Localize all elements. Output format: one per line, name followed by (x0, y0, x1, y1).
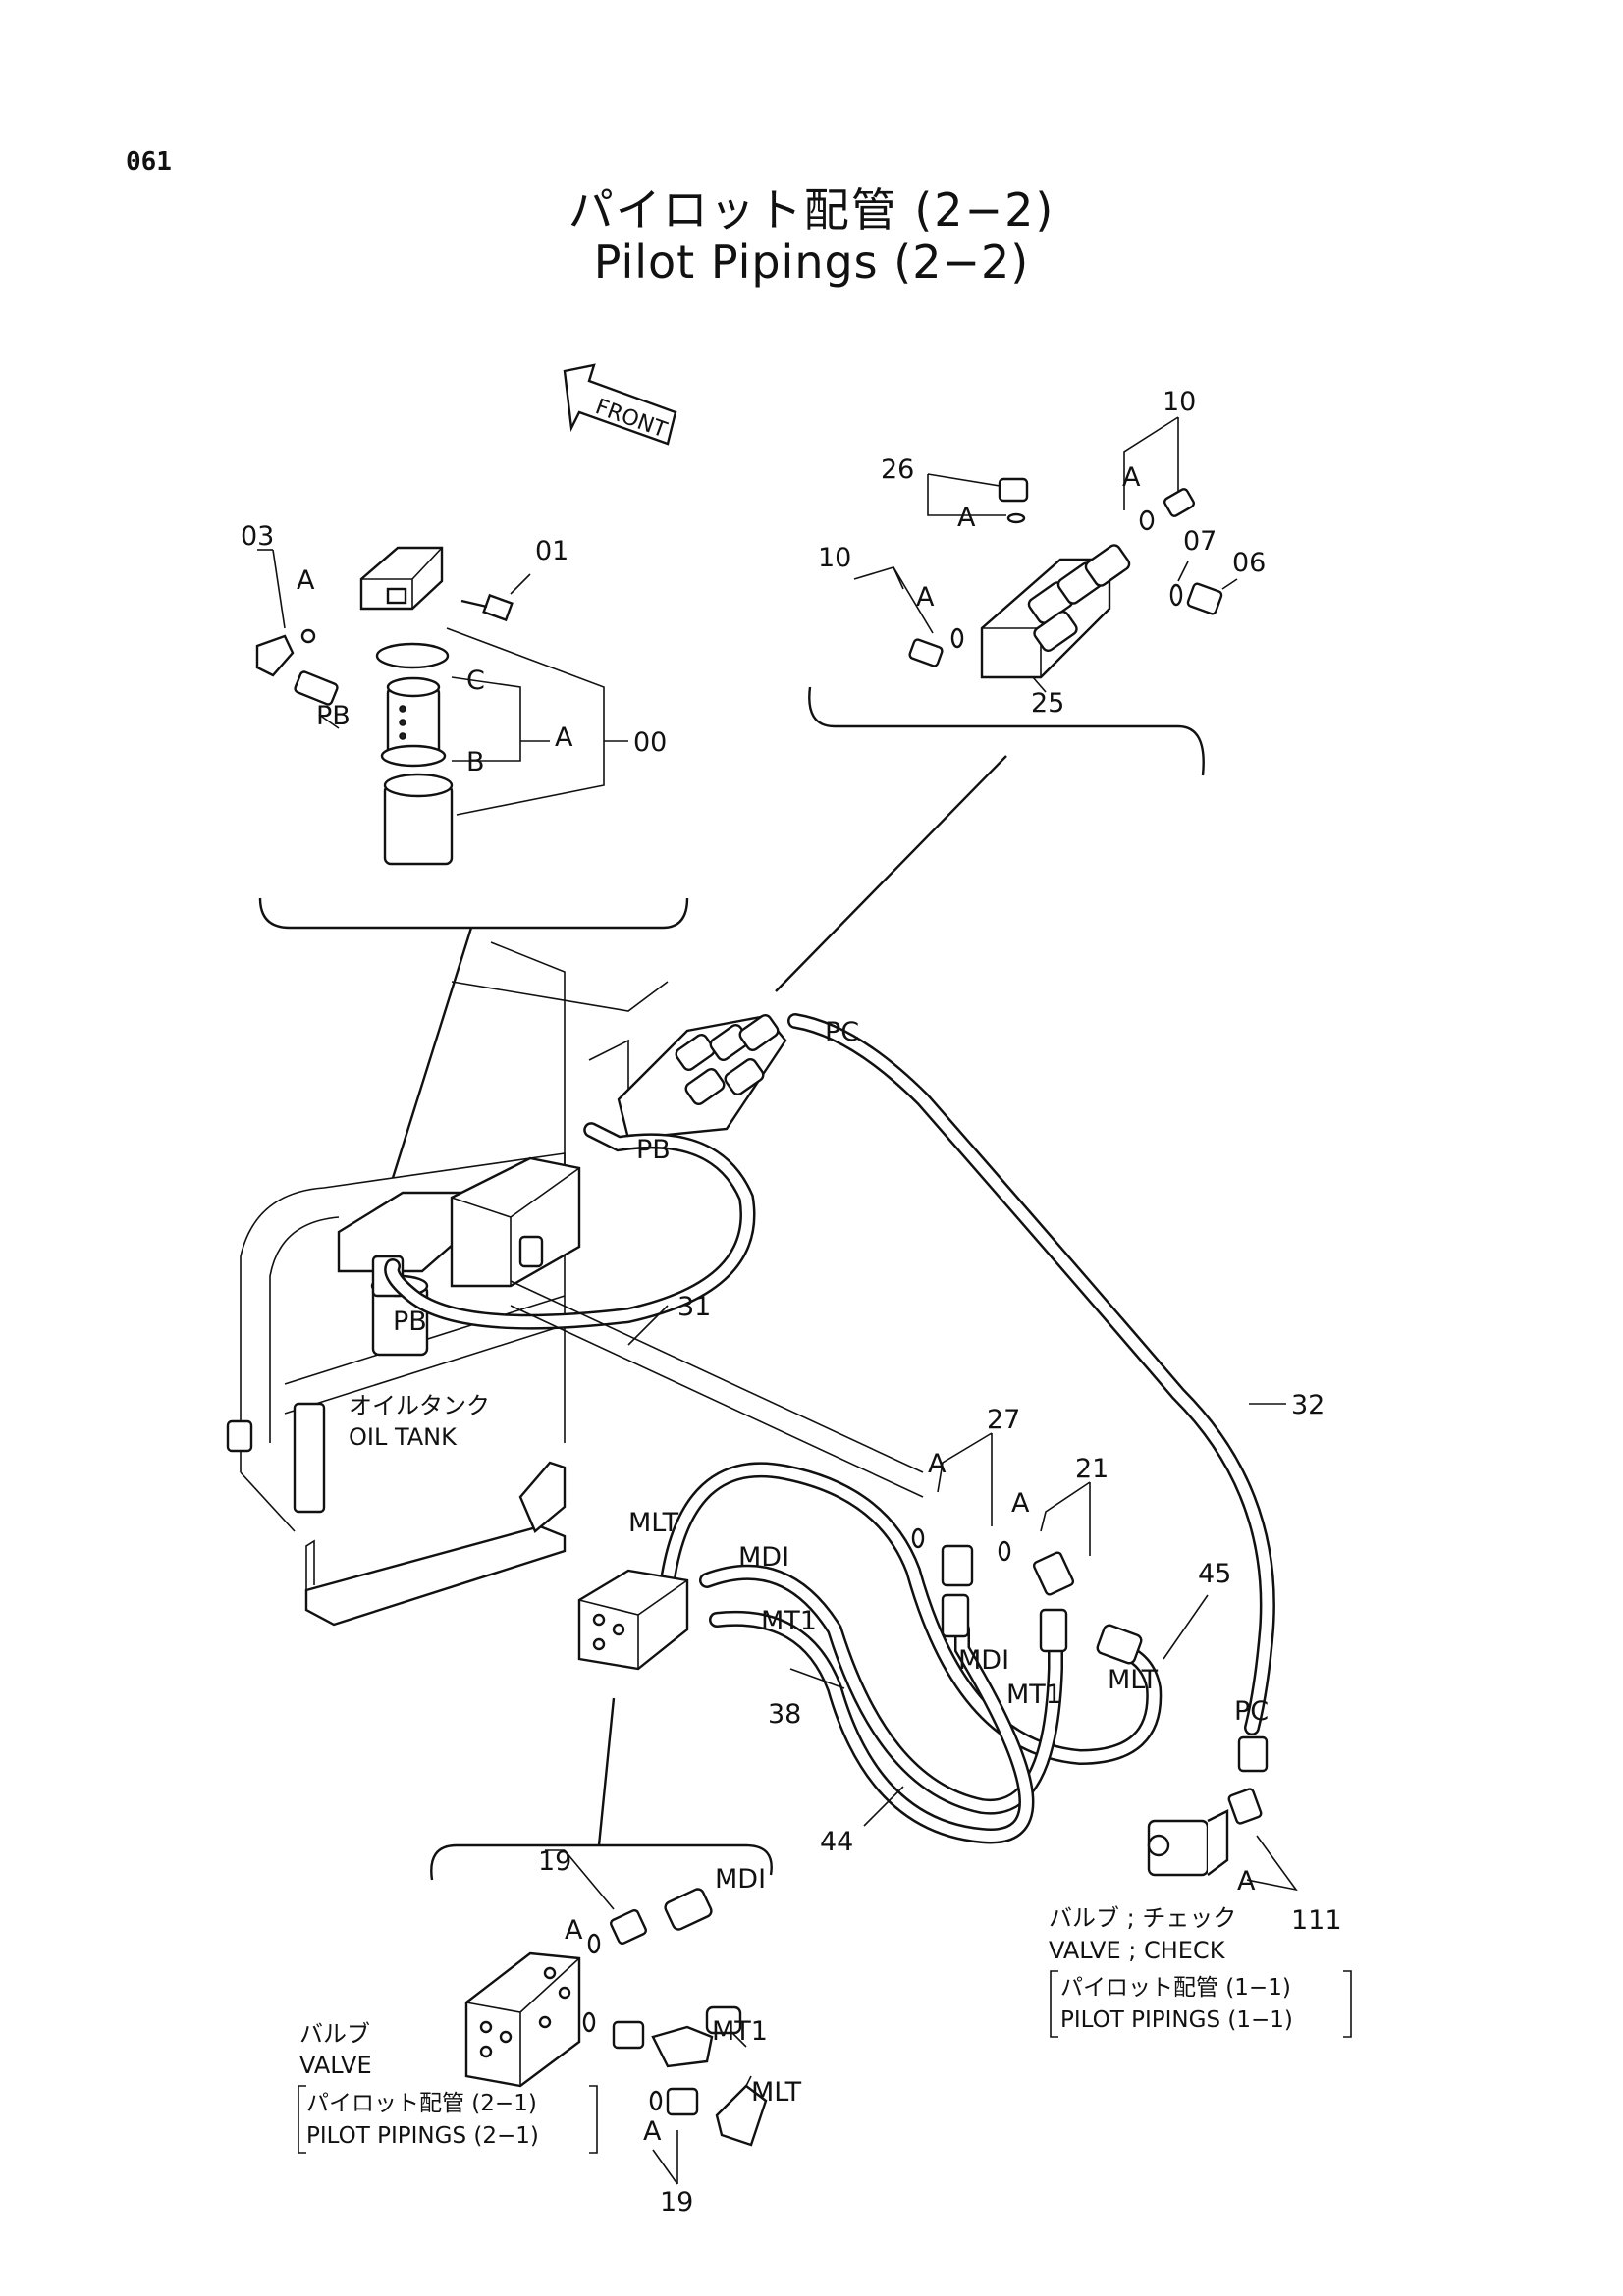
oil-tank-en: OIL TANK (349, 1423, 458, 1451)
part-19: 19 (538, 1846, 571, 1877)
port-label-mlt: MLT (1108, 1665, 1159, 1695)
port-label-mdi: MDI (958, 1645, 1009, 1676)
check-valve-en: VALVE ; CHECK (1049, 1937, 1226, 1964)
front-arrow-icon: FRONT (563, 363, 677, 446)
part-01: 01 (535, 536, 568, 566)
oil-tank-jp: オイルタンク (349, 1392, 490, 1419)
part-03: 03 (241, 521, 274, 552)
letter-a: A (297, 565, 315, 596)
part-10: 10 (818, 543, 851, 573)
port-label-pb: PB (636, 1135, 671, 1165)
letter-a: A (928, 1449, 947, 1479)
title-japanese: パイロット配管 (2−2) (568, 184, 1055, 237)
part-32: 32 (1291, 1390, 1325, 1420)
valve-en: VALVE (299, 2052, 372, 2079)
port-label-mdi: MDI (738, 1542, 789, 1573)
port-label-pb: PB (393, 1307, 427, 1337)
part-10: 10 (1163, 387, 1196, 417)
title-english: Pilot Pipings (2−2) (593, 236, 1030, 289)
part-31: 31 (677, 1292, 711, 1322)
valve-ref-en: PILOT PIPINGS (2−1) (306, 2123, 539, 2149)
letter-a: A (957, 503, 976, 533)
part-44: 44 (820, 1827, 853, 1857)
check-valve-ref-en: PILOT PIPINGS (1−1) (1060, 2007, 1293, 2033)
port-label-pc: PC (825, 1017, 859, 1047)
part-25: 25 (1031, 688, 1064, 719)
part-07: 07 (1183, 526, 1217, 557)
port-label-mlt: MLT (628, 1508, 679, 1538)
letter-c: C (466, 666, 485, 696)
port-label-mt1: MT1 (712, 2016, 768, 2047)
port-label-mlt: MLT (751, 2077, 802, 2108)
letter-a: A (1122, 462, 1141, 493)
letter-a: A (1011, 1488, 1030, 1519)
front-arrow-label: FRONT (592, 395, 671, 443)
valve-jp: バルブ (299, 2020, 370, 2048)
letter-b: B (466, 747, 485, 777)
letter-a: A (1237, 1866, 1256, 1896)
valve-ref-jp: パイロット配管 (2−1) (306, 2091, 537, 2116)
port-label-mdi: MDI (715, 1864, 766, 1895)
letter-a: A (565, 1915, 583, 1946)
part-00: 00 (633, 727, 667, 758)
part-06: 06 (1232, 548, 1266, 578)
part-21: 21 (1075, 1454, 1109, 1484)
filter-detail-group: 03 A 01 C A B 00 PB (241, 521, 689, 1179)
port-label-mt1: MT1 (1006, 1680, 1062, 1710)
part-45: 45 (1198, 1559, 1231, 1589)
main-assembly-group: PC PB PB 31 32 オイルタンク OIL TANK 27 21 A A… (226, 941, 1342, 1936)
check-valve-note: バルブ ; チェック VALVE ; CHECK パイロット配管 (1−1) P… (1049, 1904, 1352, 2038)
part-38: 38 (768, 1699, 801, 1730)
valve-detail-group: 19 MDI A MT1 MLT A 19 (430, 1843, 802, 2217)
letter-a: A (643, 2116, 662, 2147)
part-19: 19 (660, 2187, 693, 2217)
port-label-pc: PC (1234, 1696, 1269, 1727)
part-111: 111 (1291, 1905, 1342, 1936)
page-number: 061 (126, 147, 172, 177)
pilot-block-detail-group: 10 26 A A 07 06 10 A 25 (775, 387, 1266, 992)
port-label-mt1: MT1 (761, 1606, 817, 1636)
letter-a: A (555, 722, 573, 753)
valve-note: バルブ VALVE パイロット配管 (2−1) PILOT PIPINGS (2… (298, 2020, 598, 2154)
check-valve-jp: バルブ ; チェック (1049, 1904, 1236, 1932)
letter-a: A (916, 582, 935, 613)
part-26: 26 (881, 454, 914, 485)
port-label-pb: PB (316, 701, 351, 731)
part-27: 27 (987, 1405, 1020, 1435)
check-valve-ref-jp: パイロット配管 (1−1) (1060, 1975, 1291, 2001)
